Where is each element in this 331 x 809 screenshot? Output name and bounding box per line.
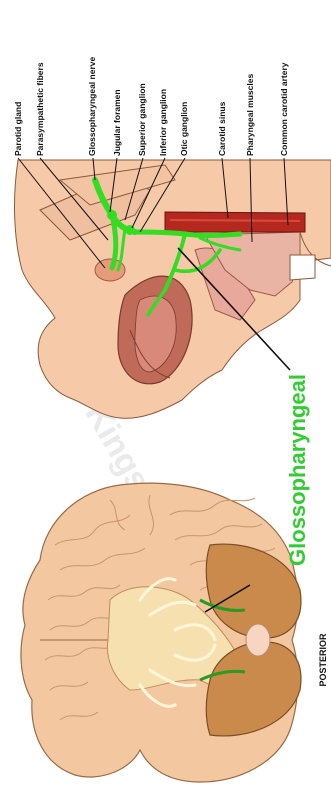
label-superior-ganglion: Superior ganglion	[137, 83, 147, 156]
head-cross-section	[15, 160, 331, 418]
label-parasympathetic-fibers: Parasympathetic fibers	[35, 62, 45, 156]
medulla	[246, 624, 270, 656]
label-otic-ganglion: Otic ganglion	[179, 102, 189, 156]
orientation-label: POSTERIOR	[318, 633, 328, 687]
label-jugular-foramen: Jugular foramen	[112, 89, 122, 156]
label-group: Parotid gland Parasympathetic fibers Glo…	[13, 57, 289, 156]
label-carotid-sinus: Carotid sinus	[217, 101, 227, 156]
brain-inferior-view	[21, 483, 301, 782]
label-parotid-gland: Parotid gland	[13, 102, 23, 156]
title: Glossopharyngeal	[285, 374, 310, 566]
carotid-artery-shape	[165, 212, 305, 232]
label-common-carotid-artery: Common carotid artery	[279, 62, 289, 156]
label-pharyngeal-muscles: Pharyngeal muscles	[245, 74, 255, 156]
label-glossopharyngeal-nerve: Glossopharyngeal nerve	[87, 57, 97, 156]
label-inferior-ganglion: Inferior ganglion	[158, 89, 168, 156]
